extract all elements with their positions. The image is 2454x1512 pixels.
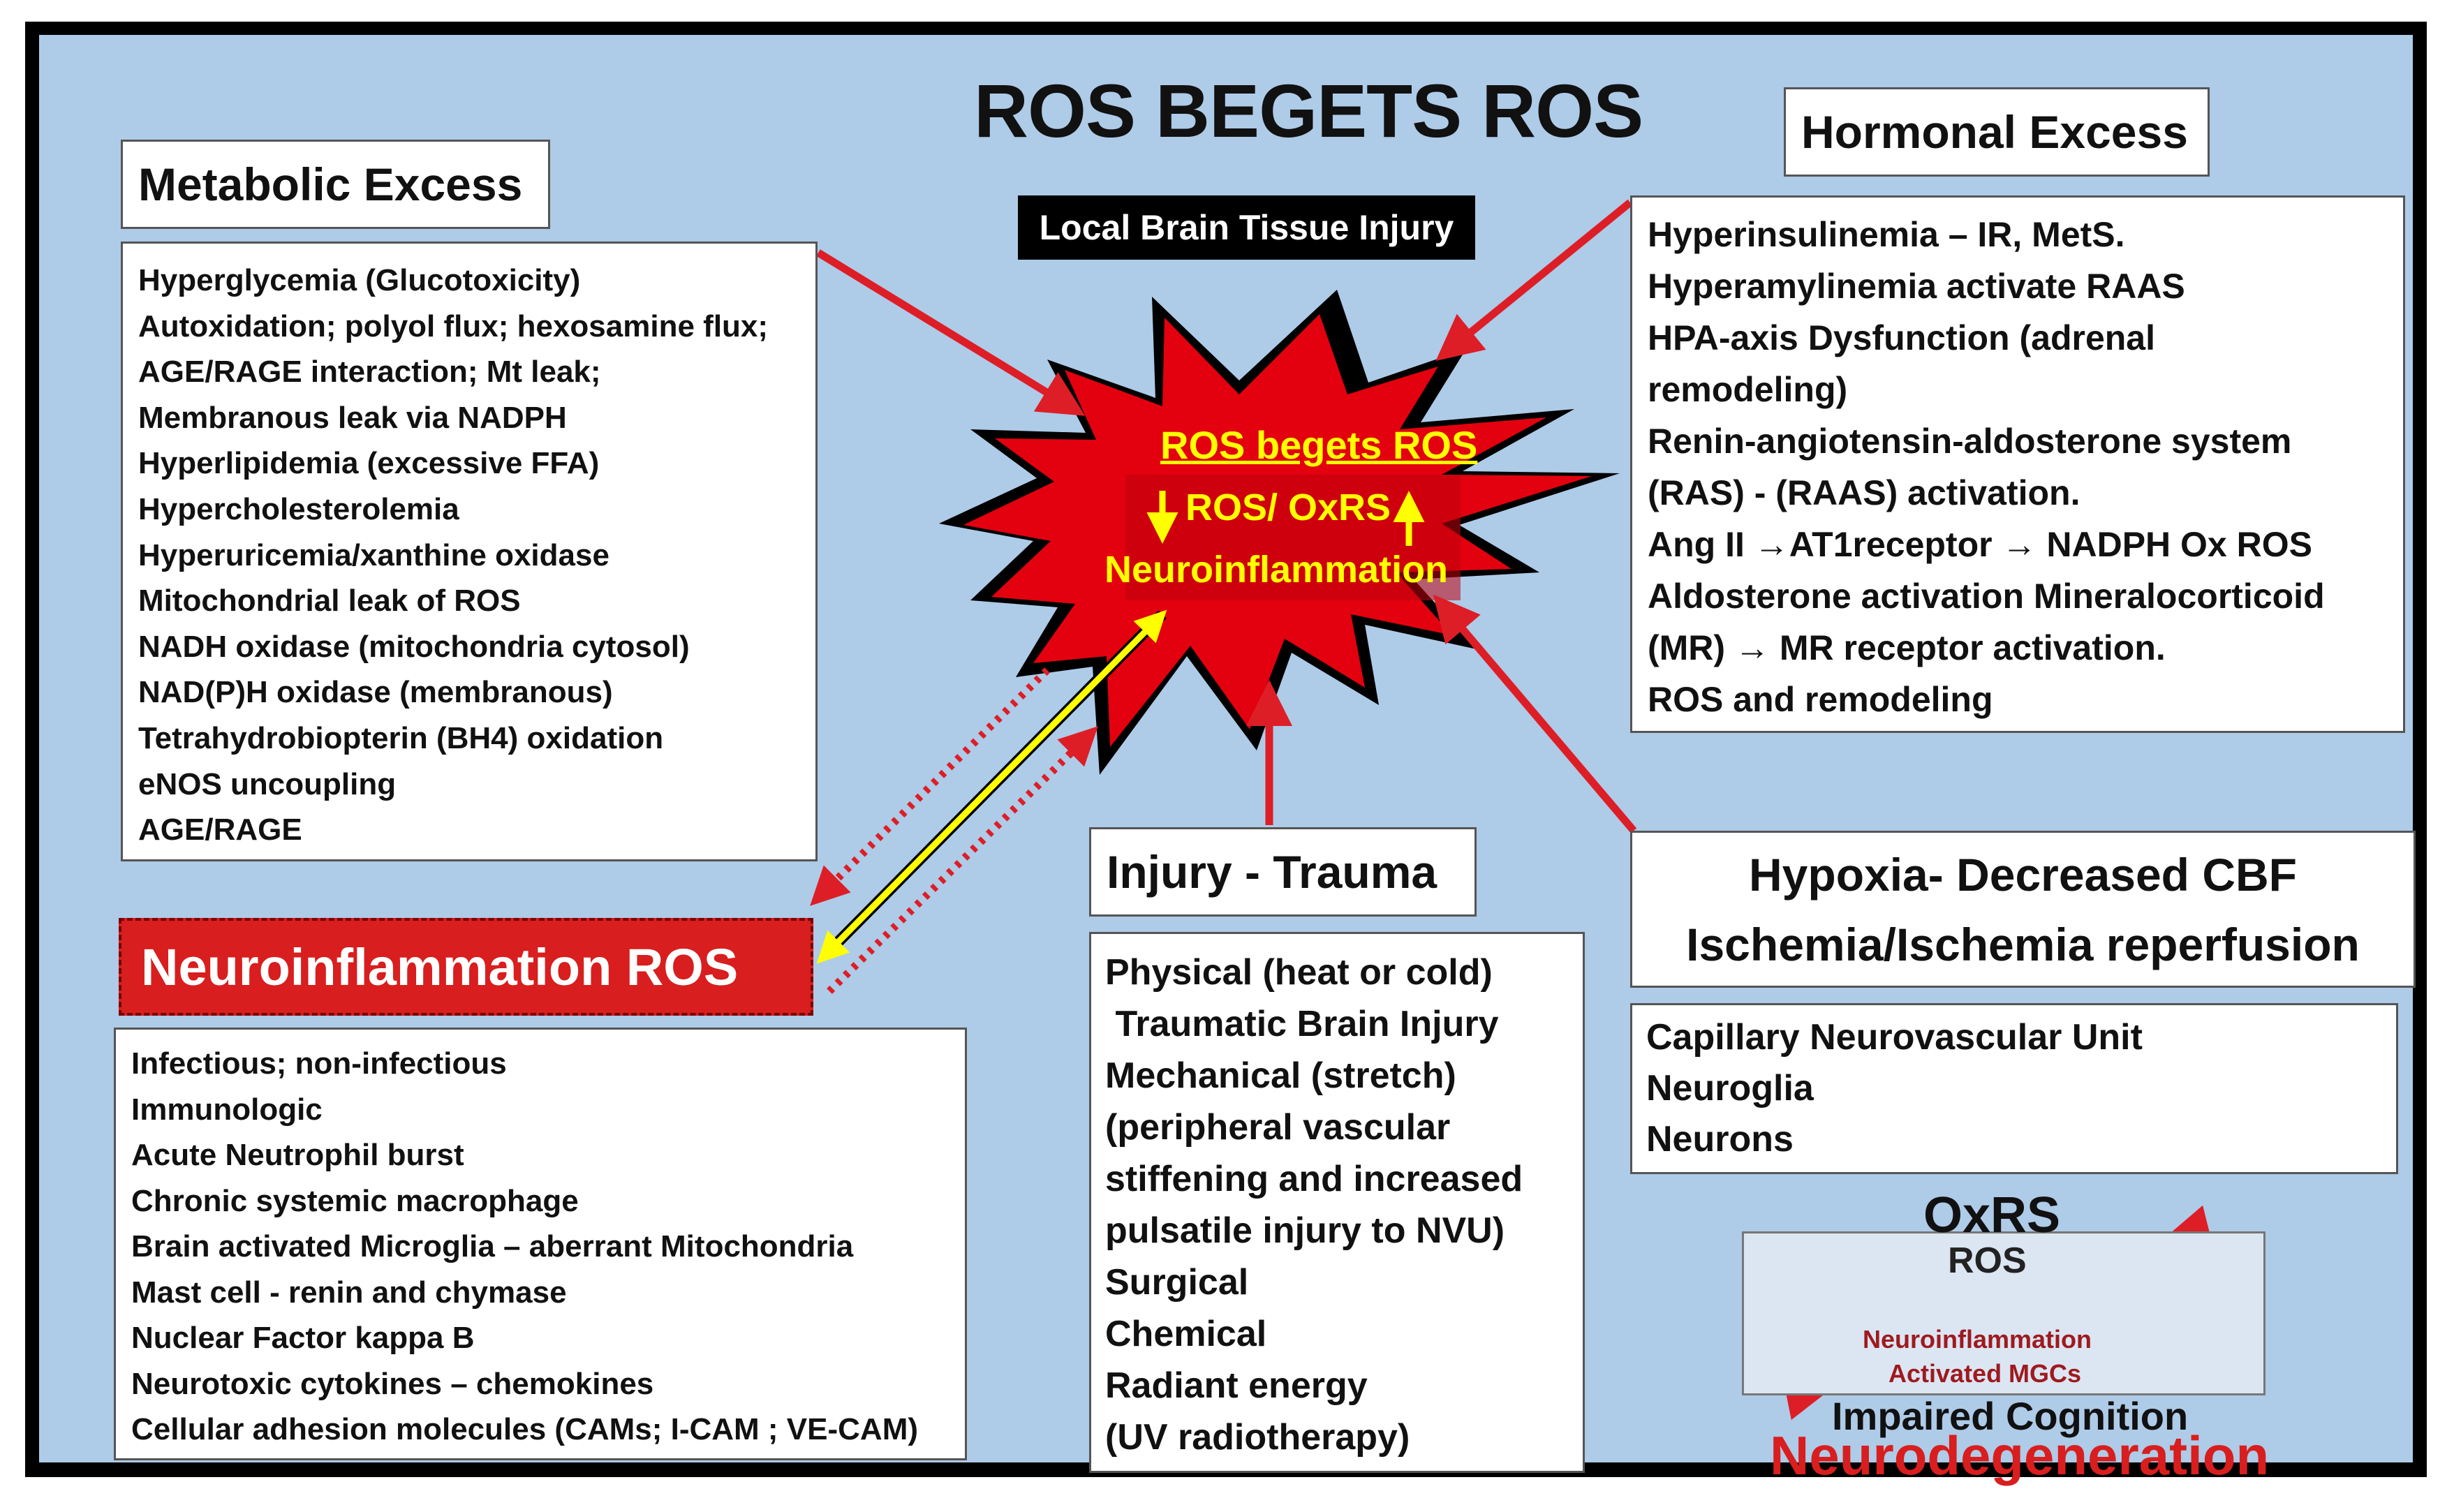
neuroinflammation-item: Neurotoxic cytokines – chemokines (131, 1366, 654, 1401)
neuroinflammation-header: Neuroinflammation ROS (119, 918, 813, 1016)
hypoxia-header-line-2: Ischemia/Ischemia reperfusion (1686, 918, 2360, 970)
hormonal-box: Hyperinsulinemia – IR, MetS. Hyperamylin… (1630, 195, 2405, 733)
arrow-hormonal (1435, 199, 1633, 361)
neuroinflammation-item: Chronic systemic macrophage (131, 1183, 579, 1218)
injury-header: Injury - Trauma (1089, 827, 1477, 917)
dotted-connector-upper (810, 667, 1050, 906)
metabolic-item: Autoxidation; polyol flux; hexosamine fl… (138, 309, 769, 343)
metabolic-item: NADH oxidase (mitochondria cytosol) (138, 629, 690, 664)
injury-item: (peripheral vascular (1105, 1107, 1451, 1148)
hormonal-item: (RAS) - (RAAS) activation. (1648, 473, 2080, 512)
neuroinflammation-item: Infectious; non-infectious (131, 1046, 507, 1081)
neuroinflammation-item: Mast cell - renin and chymase (131, 1275, 567, 1310)
burst-line-1: ROS begets ROS (1160, 423, 1478, 467)
cycle-top-label: OxRS (1923, 1187, 2061, 1243)
cycle-bottom-line-1: Impaired Cognition (1832, 1394, 2189, 1438)
hypoxia-box: Capillary Neurovascular Unit Neuroglia N… (1630, 1003, 2398, 1174)
injury-item: Surgical (1105, 1262, 1249, 1303)
arrow-metabolic (816, 249, 1086, 416)
neuroinflammation-item: Cellular adhesion molecules (CAMs; I-CAM… (131, 1412, 919, 1446)
metabolic-item: NAD(P)H oxidase (membranous) (138, 675, 613, 710)
burst-line-2: ROS/ OxRS (1185, 487, 1391, 528)
hypoxia-item: Neurons (1646, 1119, 1794, 1159)
hypoxia-item: Capillary Neurovascular Unit (1646, 1017, 2143, 1058)
injury-item: Physical (heat or cold) (1105, 952, 1493, 993)
injury-item: Chemical (1105, 1314, 1267, 1354)
hypoxia-header: Hypoxia- Decreased CBF Ischemia/Ischemia… (1630, 831, 2416, 988)
metabolic-item: AGE/RAGE (138, 813, 302, 847)
metabolic-item: AGE/RAGE interaction; Mt leak; (138, 355, 601, 390)
cycle-box (1742, 1231, 2265, 1395)
metabolic-header: Metabolic Excess (121, 140, 550, 229)
local-injury-label: Local Brain Tissue Injury (1018, 195, 1475, 260)
hormonal-header: Hormonal Excess (1784, 87, 2210, 177)
metabolic-item: Hyperglycemia (Glucotoxicity) (138, 263, 581, 297)
metabolic-item: eNOS uncoupling (138, 766, 397, 801)
hormonal-item: Ang II →AT1receptor → NADPH Ox ROS (1648, 525, 2312, 564)
neuroinflammation-item: Brain activated Microglia – aberrant Mit… (131, 1229, 854, 1263)
hormonal-item: (MR) → MR receptor activation. (1648, 628, 2166, 667)
neuroinflammation-item: Nuclear Factor kappa B (131, 1321, 475, 1355)
metabolic-item: Hyperuricemia/xanthine oxidase (138, 538, 609, 572)
metabolic-box: Hyperglycemia (Glucotoxicity) Autoxidati… (121, 242, 818, 861)
hormonal-item: Hyperinsulinemia – IR, MetS. (1648, 215, 2125, 254)
hormonal-item: remodeling) (1648, 370, 1848, 409)
neuroinflammation-item: Acute Neutrophil burst (131, 1138, 464, 1172)
injury-item: (UV radiotherapy) (1105, 1417, 1410, 1458)
injury-item: Radiant energy (1105, 1365, 1368, 1406)
metabolic-item: Membranous leak via NADPH (138, 400, 567, 435)
hypoxia-header-line-1: Hypoxia- Decreased CBF (1749, 848, 2297, 900)
metabolic-item: Hyperlipidemia (excessive FFA) (138, 446, 600, 481)
yellow-double-arrow (816, 609, 1167, 964)
hypoxia-item: Neuroglia (1646, 1068, 1814, 1109)
burst-line-3: Neuroinflammation (1104, 549, 1449, 591)
injury-item: Mechanical (stretch) (1105, 1055, 1456, 1096)
hormonal-item: Aldosterone activation Mineralocorticoid (1648, 577, 2325, 616)
cycle-inner-line-2: Activated MGCs (1888, 1359, 2082, 1388)
hormonal-item: Renin-angiotensin-aldosterone system (1648, 422, 2292, 461)
cycle-ros-label: ROS (1948, 1240, 2027, 1281)
injury-box: Physical (heat or cold) Traumatic Brain … (1089, 932, 1585, 1473)
metabolic-item: Tetrahydrobiopterin (BH4) oxidation (138, 720, 664, 755)
arrow-hypoxia (1433, 594, 1637, 833)
neuroinflammation-box: Infectious; non-infectious Immunologic A… (114, 1028, 967, 1460)
diagram-title: ROS BEGETS ROS (974, 68, 1643, 153)
injury-item: Traumatic Brain Injury (1105, 1004, 1499, 1044)
injury-item: stiffening and increased (1105, 1159, 1523, 1199)
dotted-connector-lower (827, 726, 1098, 994)
hormonal-item: Hyperamylinemia activate RAAS (1648, 267, 2185, 306)
cycle-bottom-line-2: Neurodegeneration (1770, 1425, 2270, 1486)
metabolic-item: Mitochondrial leak of ROS (138, 584, 521, 618)
hormonal-item: ROS and remodeling (1648, 680, 1993, 719)
neuroinflammation-item: Immunologic (131, 1092, 323, 1127)
cycle-inner-line-1: Neuroinflammation (1863, 1325, 2092, 1354)
metabolic-item: Hypercholesterolemia (138, 491, 459, 526)
hormonal-item: HPA-axis Dysfunction (adrenal (1648, 318, 2156, 357)
injury-item: pulsatile injury to NVU) (1105, 1210, 1505, 1251)
